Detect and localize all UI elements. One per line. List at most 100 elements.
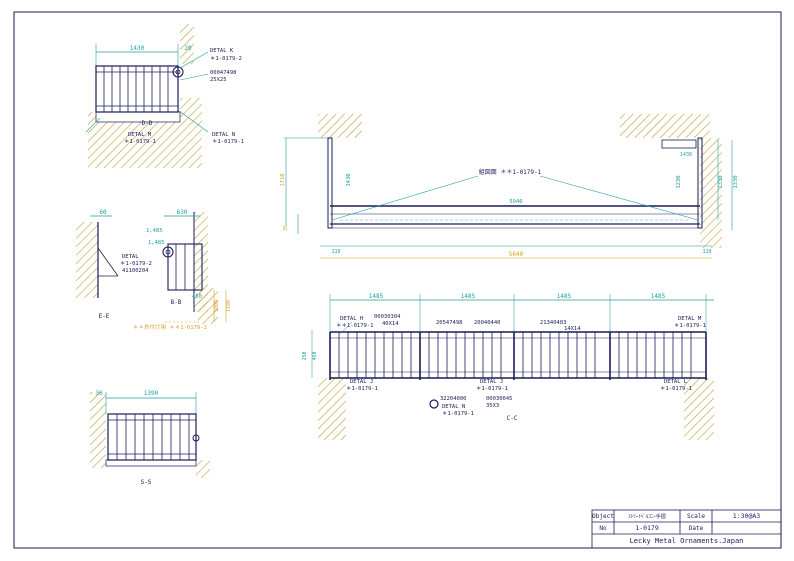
view-e-e: 60 DETAL ＊1-0179-2 41100204 E-E	[76, 209, 152, 320]
dim-height-right-2: 1330	[718, 175, 724, 188]
detail-m-label: DETAL M	[678, 316, 702, 322]
wall-hatch	[76, 222, 98, 298]
dim-gap: 60	[99, 209, 107, 216]
view-c-c: 1485 1485 1485 1485 450 250	[302, 293, 714, 440]
wall-hatch	[318, 378, 346, 440]
floor-slab	[105, 459, 197, 467]
part-2: 20547498	[436, 320, 463, 326]
part-number: 00047498	[210, 70, 237, 76]
assembly-drawing-label: 組図面 ＊＊1-0179-1	[479, 168, 542, 176]
wall-hatch	[700, 138, 722, 248]
wall-hatch	[620, 114, 710, 138]
fixing-bracket	[661, 139, 697, 149]
part-h2: 40X14	[382, 321, 399, 327]
detail-m-ref: ＊1-0179-1	[124, 138, 156, 145]
dim-overall: 5640	[509, 251, 524, 258]
scale-value: 1:30@A3	[732, 512, 761, 520]
caption: D-D	[142, 120, 153, 127]
part-n3: 35X3	[486, 403, 499, 409]
dim-height-right-3: 1330	[733, 175, 739, 188]
detail-n-label: DETAL N	[212, 132, 235, 138]
detail-m-label: DETAL M	[128, 132, 152, 138]
detail-k-ref: ＊1-0179-2	[210, 55, 242, 62]
detail-h-label: DETAL H	[340, 316, 363, 322]
detail-l-label: DETAL L	[664, 379, 688, 385]
wall-hatch	[180, 98, 202, 168]
date-label: Date	[688, 524, 704, 532]
plan-view: 1710 1430 35 組図面 ＊＊1-0179-1 5940 5640 11…	[280, 114, 739, 259]
railing-panel	[95, 65, 184, 113]
no-label: No	[599, 524, 607, 532]
dim-a: 1,485	[146, 228, 163, 234]
detail-n-ref: ＊1-0179-1	[212, 138, 244, 145]
part-n2: 00030045	[486, 396, 513, 402]
detail-j2-ref: ＊1-0179-1	[476, 385, 508, 392]
dim-width: 1430	[130, 45, 145, 52]
part-h1: 00030304	[374, 314, 401, 320]
dim-gap: 20	[184, 45, 192, 52]
span-4: 1485	[651, 293, 666, 300]
detail-j-label: DETAL J	[350, 379, 373, 385]
view-d-d: 1430 20 DETAL K ＊1-0179-2 00047498 25X25…	[85, 24, 244, 168]
wall-hatch	[90, 392, 106, 468]
object-label: Object	[592, 512, 614, 520]
dim-width: 1390	[144, 390, 159, 397]
side-dim-1: 1000	[214, 300, 220, 312]
dim-b: 1,485	[148, 240, 165, 246]
date-value	[712, 522, 781, 534]
wall-hatch	[194, 212, 208, 312]
wall-hatch	[318, 114, 362, 138]
caption: E-E	[99, 313, 110, 320]
detail-m-ref: ＊1-0179-1	[674, 322, 706, 329]
detail-j2-label: DETAL J	[480, 379, 503, 385]
detail-l-ref: ＊1-0179-1	[660, 385, 692, 392]
dim-height-right-1: 1230	[676, 175, 682, 188]
end-dim-left: 110	[331, 249, 340, 255]
title-block	[591, 509, 782, 549]
part-number: 41100204	[122, 268, 149, 274]
wall-hatch	[684, 378, 714, 440]
view-b-b: 630 1,485 1,485 450 1000 1100 B-B ＊＊外付け用…	[133, 209, 232, 331]
detail-ref: ＊1-0179-2	[120, 260, 152, 267]
railing-panel	[162, 243, 203, 291]
caption: B-B	[171, 299, 182, 306]
side-dim-2: 1100	[226, 300, 232, 312]
detail-n-label: DETAL N	[442, 404, 465, 410]
dim-height-left-2: 1430	[346, 173, 352, 186]
railing-frame	[327, 137, 703, 229]
dim-small: 1430	[680, 152, 692, 158]
detail-n-ref: ＊1-0179-1	[442, 410, 474, 417]
part-4b: 14X14	[564, 326, 581, 332]
object-value: ｽﾄﾘｰﾄﾍﾞﾙｺﾆｰ手摺	[628, 513, 666, 520]
external-mount-note: ＊＊外付け用 ＊＊1-0179-1	[133, 323, 207, 331]
part-size: 25X25	[210, 77, 227, 83]
caption: S-S	[141, 479, 152, 486]
dim-c: 450	[192, 294, 202, 300]
part-4: 21340483	[540, 320, 567, 326]
scale-label: Scale	[686, 512, 706, 520]
end-dim-right: 110	[702, 249, 711, 255]
caption: C-C	[507, 415, 518, 422]
wall-hatch	[196, 460, 210, 478]
dim-height-left-1: 1710	[280, 173, 286, 186]
detail-k-label: DETAL K	[210, 48, 234, 54]
detail-label: DETAL	[122, 254, 139, 260]
company-name: Lecky Metal Ornaments.Japan	[629, 537, 744, 545]
dim-total: 5940	[509, 199, 522, 205]
railing-panel	[107, 413, 200, 461]
floor-slab	[95, 111, 181, 123]
detail-h-ref: ＊＊1-0179-1	[336, 322, 374, 329]
part-3: 20040440	[474, 320, 501, 326]
dim-gap: 30	[95, 390, 103, 397]
floor-hatch	[198, 288, 218, 324]
span-1: 1485	[369, 293, 384, 300]
span-3: 1485	[557, 293, 572, 300]
dim-height-left: 450	[312, 351, 318, 360]
part-n1: 32204000	[440, 396, 467, 402]
span-2: 1485	[461, 293, 476, 300]
dim-width: 630	[177, 209, 188, 216]
sheet-border	[13, 11, 782, 549]
dim-height-left-2: 250	[302, 351, 308, 360]
view-s-s: 1390 30 S-S	[90, 390, 210, 486]
